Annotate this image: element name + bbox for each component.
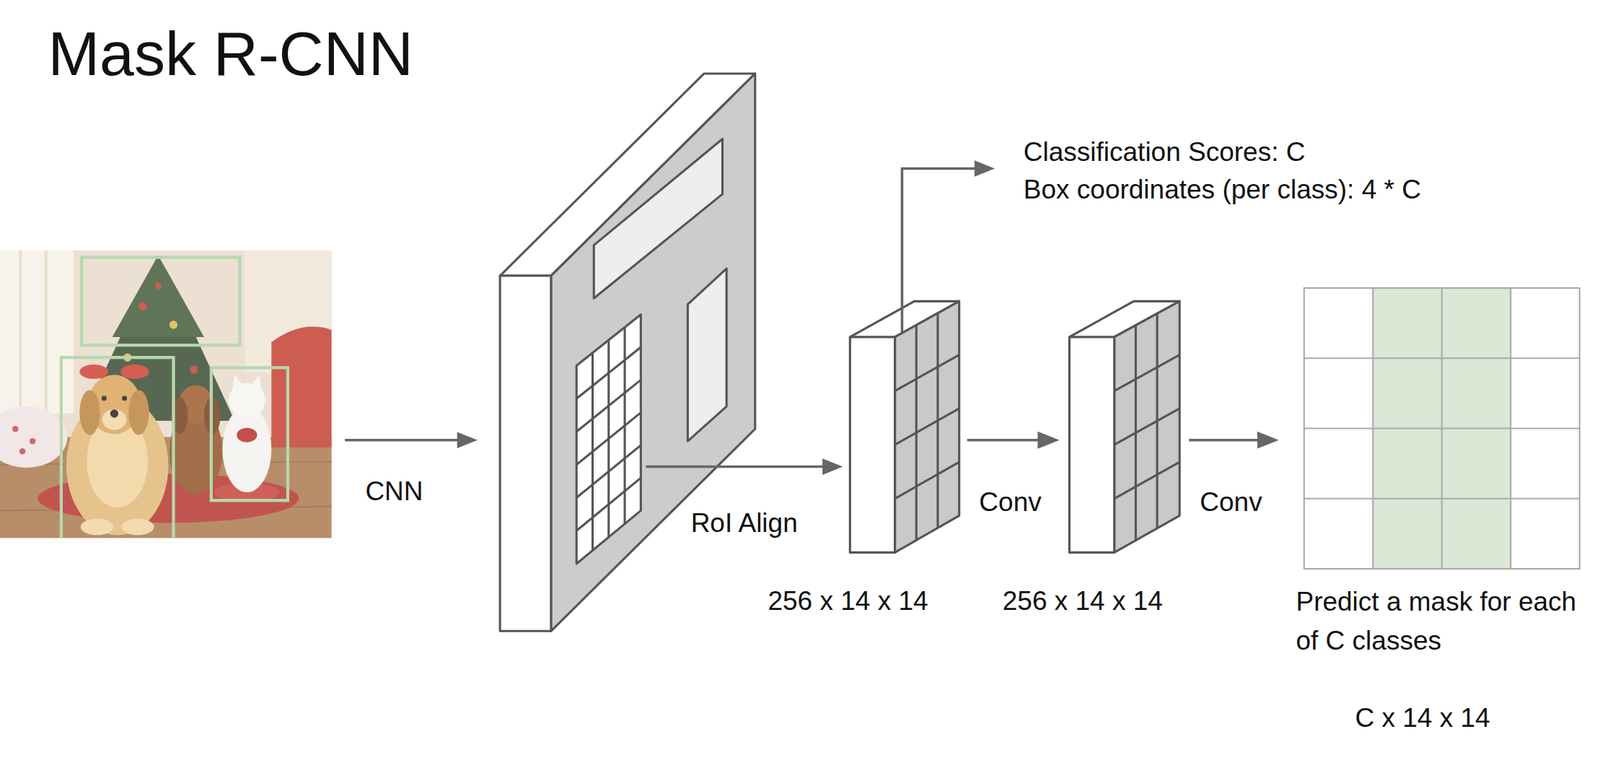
detection-box bbox=[211, 367, 288, 500]
photo-fade bbox=[0, 250, 332, 539]
dimension-label: 256 x 14 x 14 bbox=[767, 585, 928, 616]
feature-block-art bbox=[849, 300, 959, 552]
block-grid-line bbox=[895, 461, 960, 499]
dimension-label: C x 14 x 14 bbox=[1355, 702, 1491, 733]
dimension-label: 256 x 14 x 14 bbox=[1002, 585, 1163, 616]
mask-grid-line bbox=[1304, 357, 1580, 359]
mask-grid-art bbox=[1304, 287, 1580, 569]
mask-border bbox=[1304, 287, 1580, 569]
block-grid-line bbox=[895, 354, 960, 391]
feature-map bbox=[499, 73, 756, 631]
arrow-head bbox=[974, 160, 995, 177]
block-front bbox=[1069, 336, 1114, 552]
diagram-title: Mask R-CNN bbox=[47, 18, 413, 89]
photo bbox=[0, 250, 332, 539]
feature-block-art bbox=[1069, 300, 1180, 552]
block-side bbox=[1114, 300, 1181, 552]
flow-arrow bbox=[344, 438, 459, 442]
block-grid-line bbox=[1114, 461, 1181, 499]
edge-label: Conv bbox=[1199, 486, 1262, 517]
head-output-label: Classification Scores: C bbox=[1023, 137, 1306, 167]
edge-label: Conv bbox=[978, 486, 1041, 517]
head-output-label: Box coordinates (per class): 4 * C bbox=[1023, 174, 1422, 205]
mask-grid: Predict a mask for each of C classesC x … bbox=[1304, 287, 1580, 569]
block-front bbox=[849, 336, 895, 552]
mask-grid-line bbox=[1304, 427, 1580, 429]
roi-grid-line bbox=[576, 412, 641, 465]
mask-grid-line bbox=[1304, 497, 1580, 500]
block-grid-line bbox=[1114, 354, 1181, 391]
region-proposal bbox=[593, 139, 723, 299]
photo-wall bbox=[0, 250, 332, 539]
block-grid-line bbox=[1114, 408, 1181, 445]
flow-arrow bbox=[645, 465, 825, 469]
slab-front bbox=[499, 275, 552, 631]
arrow-head bbox=[822, 458, 843, 475]
roi-grid-line bbox=[576, 379, 641, 432]
connector-arrow bbox=[1188, 438, 1261, 442]
connector-arrow bbox=[967, 438, 1041, 442]
stage-label: RoI Align bbox=[691, 507, 798, 538]
roi-grid bbox=[576, 314, 641, 564]
block-grid-line bbox=[895, 408, 960, 445]
region-proposal bbox=[687, 268, 727, 441]
feature-block: 256 x 14 x 14 bbox=[1069, 300, 1180, 552]
block-side bbox=[895, 300, 960, 552]
roi-grid-line bbox=[576, 477, 641, 531]
detection-box bbox=[61, 357, 174, 538]
detection-box bbox=[81, 257, 240, 346]
feature-block: 256 x 14 x 14 bbox=[849, 300, 959, 552]
roi-grid-line bbox=[576, 346, 641, 399]
stage-label: CNN bbox=[365, 476, 423, 506]
head-arrow bbox=[901, 168, 977, 332]
arrow-head bbox=[457, 431, 478, 448]
mask-caption: Predict a mask for each of C classes bbox=[1295, 586, 1577, 656]
slab-side bbox=[551, 73, 756, 631]
roi-grid-line bbox=[576, 445, 641, 498]
